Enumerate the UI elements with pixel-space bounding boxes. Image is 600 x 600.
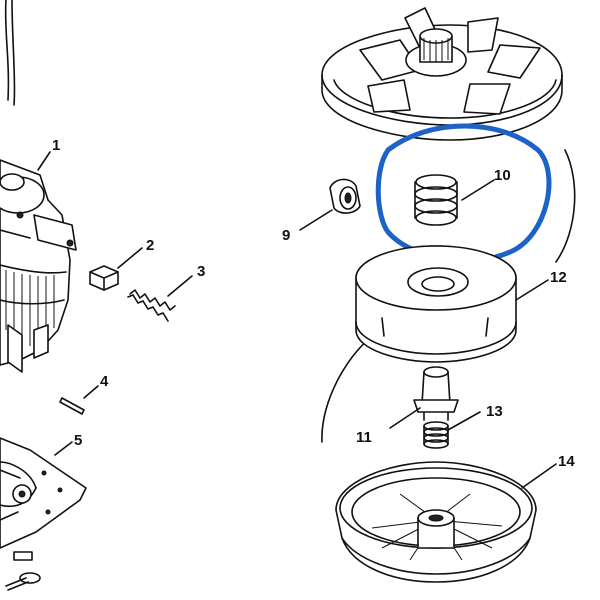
part-12-spool [355, 245, 517, 363]
part-9-cap [329, 178, 361, 214]
part-14-cover [335, 461, 537, 583]
leader-2 [117, 247, 143, 269]
leader-9 [299, 209, 333, 231]
part-screw [5, 551, 41, 591]
part-1-motor [0, 0, 77, 373]
part-11-hub [413, 366, 459, 421]
callout-3: 3 [197, 263, 205, 280]
callout-14: 14 [558, 453, 575, 470]
leader-14 [521, 463, 557, 489]
highlight-circle [375, 123, 552, 264]
callout-10: 10 [494, 167, 511, 184]
callout-13: 13 [486, 403, 503, 420]
callout-11: 11 [356, 429, 372, 446]
leader-5 [54, 441, 73, 456]
leader-3 [167, 275, 193, 297]
trimmer-line [555, 149, 576, 263]
leader-12 [515, 279, 549, 301]
part-2-brush [89, 265, 119, 291]
part-3-spring [127, 289, 176, 322]
callout-2: 2 [146, 237, 154, 254]
part-4-pin [59, 397, 85, 415]
leader-4 [83, 385, 99, 399]
callout-12: 12 [550, 269, 567, 286]
part-13-spring [423, 421, 449, 449]
part-5-plate [0, 437, 87, 549]
leader-11 [389, 407, 421, 429]
part-10-spring [414, 174, 458, 226]
callout-9: 9 [282, 227, 290, 244]
callout-1: 1 [52, 137, 60, 154]
leader-1 [37, 151, 51, 171]
callout-5: 5 [74, 432, 82, 449]
callout-4: 4 [100, 373, 109, 390]
part-fan-housing [321, 7, 563, 141]
leader-13 [447, 411, 481, 431]
leader-10 [461, 179, 495, 201]
